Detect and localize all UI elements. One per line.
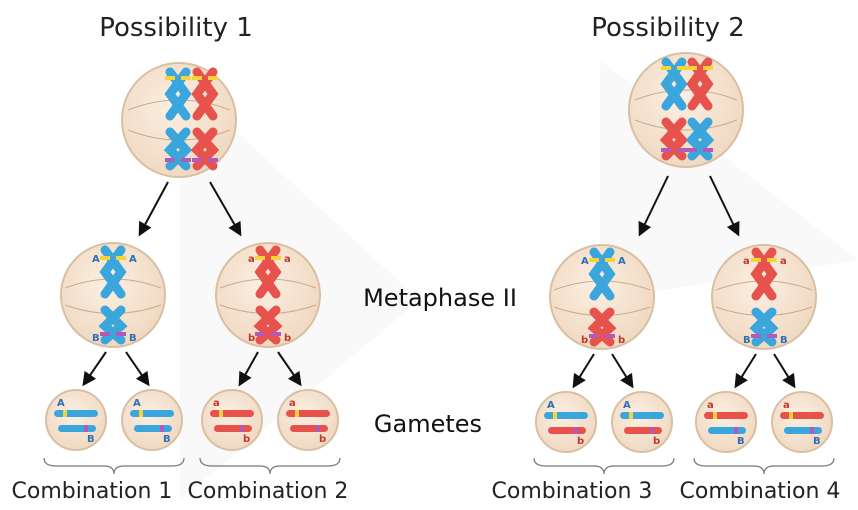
allele-label: B <box>129 333 137 344</box>
allele-label: A <box>547 400 555 411</box>
gamete-cell: A b <box>611 391 673 453</box>
allele-label: B <box>780 335 788 346</box>
gamete-cell: A B <box>121 389 183 451</box>
brace <box>693 457 835 475</box>
allele-label: B <box>813 436 821 447</box>
combination-3-label: Combination 3 <box>492 479 653 504</box>
label-gametes: Gametes <box>374 410 482 438</box>
allele-label: b <box>248 333 255 344</box>
gamete-cell: A b <box>535 391 597 453</box>
allele-label: B <box>737 436 745 447</box>
allele-label: a <box>780 256 787 267</box>
arrow <box>209 181 242 237</box>
chromosome-blue-small <box>163 127 193 171</box>
allele-label: a <box>743 256 750 267</box>
allele-label: a <box>289 398 296 409</box>
chromosome-blue-large <box>164 67 192 121</box>
combination-2-label: Combination 2 <box>188 479 349 504</box>
arrow <box>611 353 634 389</box>
metaphase-cell: A A b b <box>549 244 655 350</box>
metaphase-cell: a a b b <box>215 242 321 348</box>
gamete-cell: A B <box>45 389 107 451</box>
gamete-cell: a b <box>277 389 339 451</box>
allele-label: b <box>577 436 584 447</box>
allele-label: b <box>618 335 625 346</box>
gamete-cell: a B <box>771 391 833 453</box>
arrow <box>125 351 150 387</box>
allele-label: B <box>92 333 100 344</box>
allele-label: B <box>87 434 95 445</box>
allele-label: a <box>284 254 291 265</box>
arrow <box>734 353 757 389</box>
allele-label: B <box>163 434 171 445</box>
possibility-1: A A B B a a b b <box>43 62 341 475</box>
allele-label: A <box>581 256 589 267</box>
allele-label: A <box>92 254 100 265</box>
chromosome-red-large <box>686 57 714 111</box>
arrow <box>277 351 302 387</box>
arrow <box>773 353 796 389</box>
combination-1-label: Combination 1 <box>12 479 173 504</box>
title-possibility-1: Possibility 1 <box>99 13 253 43</box>
allele-label: a <box>248 254 255 265</box>
possibility-2: A A b b a a B B <box>533 52 835 475</box>
allele-label: b <box>284 333 291 344</box>
chromosome-red-small <box>659 117 689 161</box>
brace <box>43 457 185 475</box>
metaphase-cell: A A B B <box>60 242 166 348</box>
arrow <box>238 351 259 387</box>
brace <box>199 457 341 475</box>
allele-label: A <box>133 398 141 409</box>
label-metaphase-ii: Metaphase II <box>363 284 517 312</box>
chromosome-red-small <box>190 127 220 171</box>
allele-label: a <box>707 400 714 411</box>
allele-label: b <box>243 434 250 445</box>
allele-label: b <box>581 335 588 346</box>
arrow <box>572 353 595 389</box>
arrow <box>638 175 669 237</box>
title-possibility-2: Possibility 2 <box>591 13 745 43</box>
arrow <box>138 181 169 237</box>
allele-label: a <box>213 398 220 409</box>
allele-label: A <box>623 400 631 411</box>
parent-cell <box>121 62 237 178</box>
gamete-cell: a B <box>695 391 757 453</box>
parent-cell <box>628 52 744 168</box>
chromosome-red-large <box>191 67 219 121</box>
gamete-cell: a b <box>201 389 263 451</box>
allele-label: A <box>618 256 626 267</box>
allele-label: A <box>129 254 137 265</box>
chromosome-blue-large <box>660 57 688 111</box>
arrow <box>82 351 107 387</box>
brace <box>533 457 675 475</box>
metaphase-cell: a a B B <box>711 244 817 350</box>
allele-label: b <box>653 436 660 447</box>
allele-label: a <box>783 400 790 411</box>
allele-label: A <box>57 398 65 409</box>
combination-4-label: Combination 4 <box>680 479 841 504</box>
allele-label: B <box>743 335 751 346</box>
arrow <box>709 175 740 237</box>
chromosome-blue-small <box>685 117 715 161</box>
allele-label: b <box>319 434 326 445</box>
